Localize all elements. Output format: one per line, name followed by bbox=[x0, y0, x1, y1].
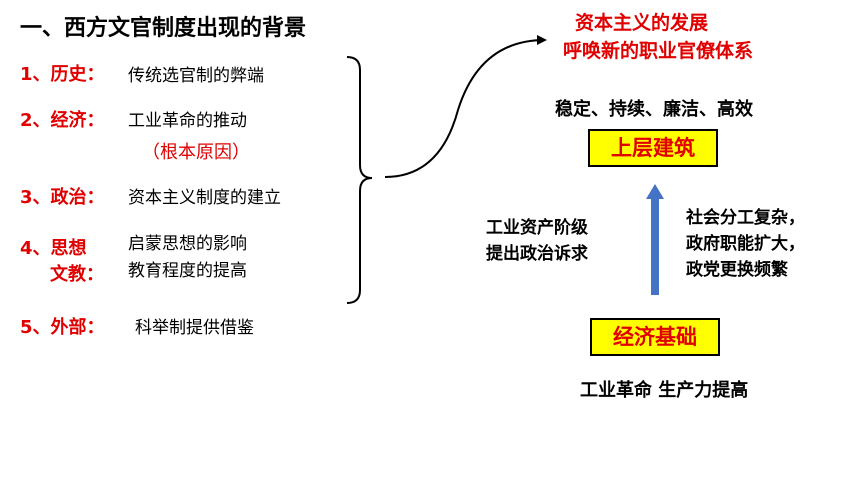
social-division-line3: 政党更换频繁 bbox=[686, 260, 788, 280]
factor-label-economy: 2、经济： bbox=[20, 110, 105, 131]
factor-label-thought-line2: 文教： bbox=[50, 264, 104, 285]
factor-text-history: 传统选官制的弊端 bbox=[128, 66, 264, 86]
blue-arrow-head bbox=[646, 184, 664, 199]
social-division-line1: 社会分工复杂， bbox=[686, 208, 805, 228]
heading-new-bureaucracy: 呼唤新的职业官僚体系 bbox=[563, 40, 754, 62]
factor-text-economy: 工业革命的推动 bbox=[128, 111, 247, 131]
factor-text-education: 教育程度的提高 bbox=[128, 261, 247, 281]
factor-label-thought-line1: 4、思想 bbox=[20, 238, 87, 259]
factor-label-external: 5、外部： bbox=[20, 317, 105, 338]
factor-label-politics: 3、政治： bbox=[20, 187, 105, 208]
blue-arrow-shaft bbox=[651, 198, 659, 295]
heading-capitalism-development: 资本主义的发展 bbox=[575, 12, 709, 34]
social-division-line2: 政府职能扩大， bbox=[686, 234, 805, 254]
industrial-revolution-text: 工业革命 生产力提高 bbox=[580, 380, 749, 401]
curved-arrow bbox=[384, 35, 547, 178]
economic-base-box: 经济基础 bbox=[590, 318, 720, 356]
qualities-text: 稳定、持续、廉洁、高效 bbox=[555, 99, 753, 120]
superstructure-box: 上层建筑 bbox=[588, 129, 718, 167]
factor-text-politics: 资本主义制度的建立 bbox=[128, 188, 281, 208]
bourgeoisie-demand-line2: 提出政治诉求 bbox=[486, 244, 588, 264]
factor-text-external: 科举制提供借鉴 bbox=[135, 318, 254, 338]
factor-text-enlightenment: 启蒙思想的影响 bbox=[128, 234, 247, 254]
factor-note-root-cause: （根本原因） bbox=[142, 142, 250, 163]
page-title: 一、西方文官制度出现的背景 bbox=[20, 16, 307, 41]
factor-label-history: 1、历史： bbox=[20, 64, 105, 85]
curly-brace bbox=[346, 56, 373, 304]
bourgeoisie-demand-line1: 工业资产阶级 bbox=[486, 218, 588, 238]
